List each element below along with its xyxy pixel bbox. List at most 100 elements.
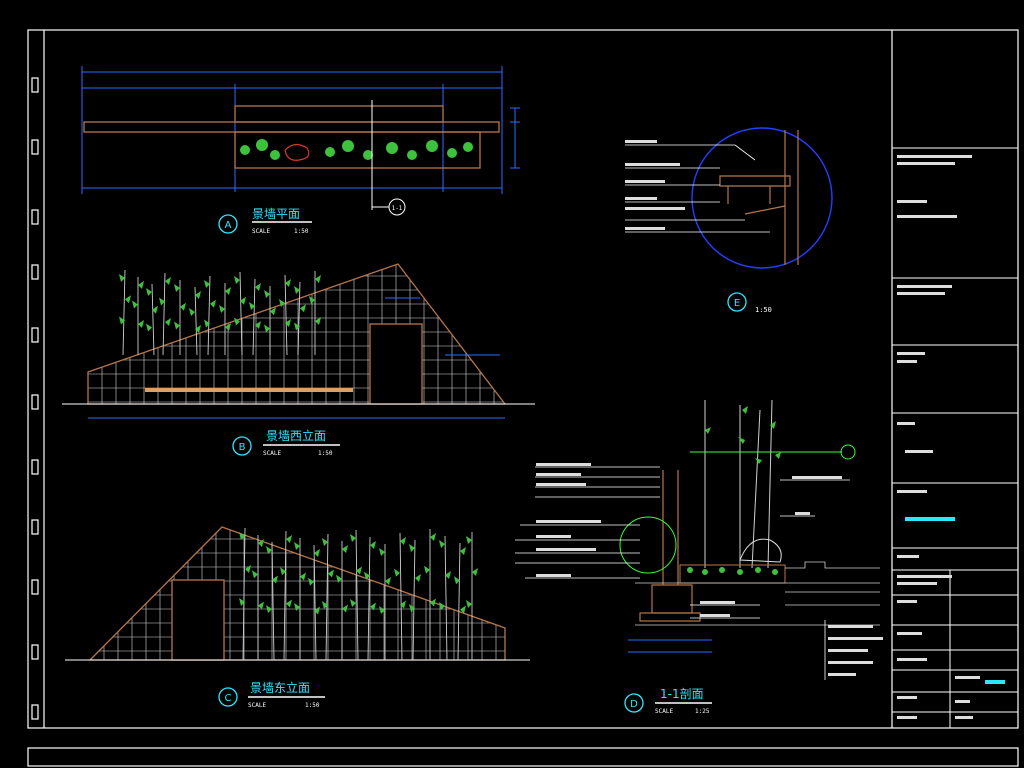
bamboo-leaf [342,604,348,613]
bamboo-leaf [225,323,231,331]
view-marker-circle-a [218,214,238,234]
bamboo-leaf [195,291,201,299]
bamboo-stem [284,274,288,356]
bamboo-leaf [430,598,436,607]
west-elevation-title: 景墙西立面 [266,428,326,443]
bamboo-leaf [294,286,300,294]
bamboo-stem [242,527,246,661]
bamboo-leaf [466,600,472,608]
bamboo-leaf [370,602,376,611]
detail-circle [691,127,833,269]
east-elevation-title: 景墙东立面 [250,680,310,695]
bamboo-leaf [300,572,306,581]
bamboo-leaf [258,539,264,547]
bamboo-leaf [132,300,138,309]
bamboo-leaf [342,545,348,553]
west-elevation-outline [87,263,507,405]
bamboo-leaf [394,568,400,577]
bamboo-leaf [138,281,144,289]
bamboo-leaf [370,541,376,549]
bamboo-leaf [264,290,270,298]
bamboo-leaf [280,567,286,576]
bamboo-leaf [285,319,291,327]
bamboo-leaf [266,605,272,613]
bamboo-leaf [219,305,225,313]
bamboo-leaf [252,570,258,579]
plan-view: 1-1 A 景墙平面 SCALE 1:50 [81,66,520,235]
plan-planting [240,139,473,160]
bamboo-leaf [264,324,270,333]
bamboo-stem [355,529,359,661]
view-marker-circle-d [624,693,644,713]
section-bamboo-leaves [705,406,781,464]
bamboo-leaf [174,321,180,330]
section-scale-value: 1:25 [695,708,710,715]
bamboo-leaf [234,276,240,284]
bamboo-leaf [415,574,421,582]
section-leaders [515,466,850,680]
bamboo-leaf [240,296,246,305]
plan-scale-value: 1:50 [294,228,309,235]
view-marker-circle-c [218,687,238,707]
bamboo-stem [297,281,301,356]
bamboo-leaf [225,287,231,295]
west-elevation-bench [145,388,353,392]
bamboo-leaf [286,535,292,543]
bamboo-stem [325,533,329,661]
bamboo-leaf [189,308,195,316]
section-title: 1-1剖面 [660,687,704,701]
bamboo-leaf [460,547,466,555]
west-elevation-door [369,323,423,405]
bamboo-stem [444,535,448,661]
bamboo-leaf [300,304,306,313]
bamboo-stem [457,542,461,661]
view-marker-c: C [225,693,232,704]
bamboo-leaf [445,571,451,579]
view-marker-a: A [225,220,232,231]
west-elevation-view: B 景墙西立面 SCALE 1:50 [62,263,535,457]
bamboo-leaf [239,532,245,540]
bamboo-leaf [266,546,272,554]
section-green-ref-circle [840,444,856,460]
section-scale-label: SCALE [655,708,673,715]
bamboo-leaf [180,302,186,311]
section-wall [639,470,701,622]
bamboo-leaf [439,602,445,610]
detail-leaders [625,144,770,233]
bamboo-leaf [125,295,131,304]
bamboo-leaf [159,297,165,306]
bamboo-leaf [460,605,466,614]
section-cut-tag: 1-1 [392,205,403,212]
bamboo-leaf [294,603,300,611]
detail-label-bars [625,140,685,230]
bamboo-leaf [258,601,264,610]
west-elevation-scale-label: SCALE [263,450,281,457]
bamboo-leaf [424,565,430,574]
bamboo-leaf [409,604,415,612]
section-rock [739,538,782,563]
bamboo-leaf [322,601,328,609]
bamboo-stem [162,272,166,356]
bamboo-leaf [165,318,171,326]
bamboo-leaf [204,319,210,328]
bamboo-leaf [195,325,201,333]
east-elevation-view: C 景墙东立面 SCALE 1:50 [65,526,530,709]
bamboo-leaf [245,565,251,573]
bamboo-leaf [165,277,171,285]
bamboo-leaf [152,305,158,314]
bamboo-stem [412,539,416,661]
bamboo-stem [239,271,243,356]
sheet-frame [27,29,1019,767]
bamboo-leaf [322,538,328,546]
bamboo-stem [313,544,317,661]
bamboo-leaf [234,317,240,326]
bamboo-leaf [328,569,334,578]
view-marker-e: E [734,298,740,309]
bamboo-leaf [409,544,415,552]
west-elevation-scale-value: 1:50 [318,450,333,457]
bamboo-leaf [350,599,356,607]
bamboo-stem [252,278,256,356]
view-marker-circle-b [232,436,252,456]
bamboo-leaf [255,283,261,291]
bamboo-leaf [146,288,152,296]
